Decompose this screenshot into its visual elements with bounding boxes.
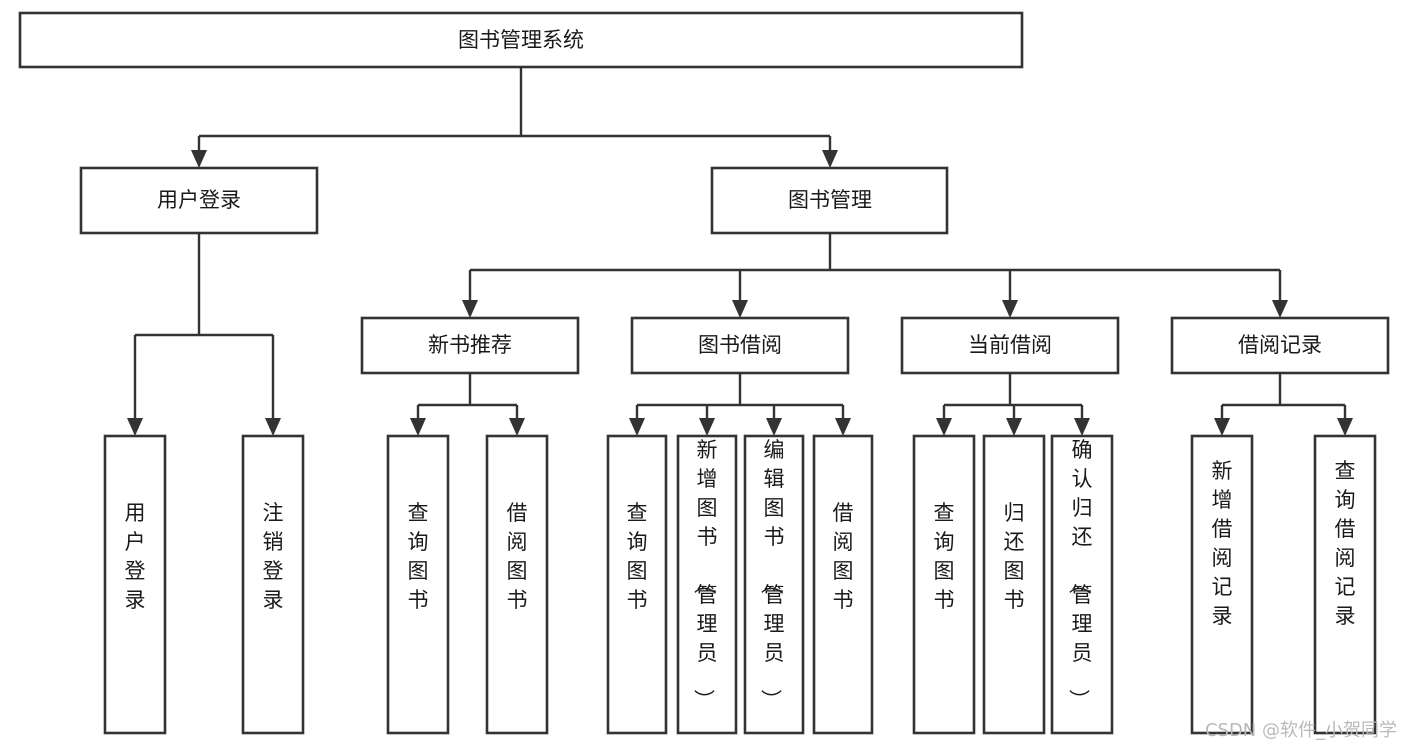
- leaf-query-borrow-record-box[interactable]: [1313, 434, 1377, 735]
- arrow-head-leaf-query-book-recommend: [410, 418, 426, 436]
- leaf-query-book-borrow[interactable]: 查询图书: [606, 434, 668, 735]
- leaf-logout-login[interactable]: 注销登录: [241, 434, 305, 735]
- arrow-head-borrow-record: [1272, 300, 1288, 318]
- leaf-confirm-return-box[interactable]: [1050, 434, 1114, 735]
- node-borrow-record[interactable]: 借阅记录: [1170, 316, 1390, 375]
- connector-layer: [127, 67, 1353, 436]
- node-borrow-record-label: 借阅记录: [1238, 333, 1322, 357]
- leaf-return-book-label: 归还图书: [1004, 501, 1025, 612]
- leaf-add-borrow-record[interactable]: 新增借阅记录: [1190, 434, 1254, 735]
- node-book-management-label: 图书管理: [788, 188, 872, 212]
- leaf-add-book[interactable]: 新增图书（管理员）: [676, 434, 738, 735]
- node-new-book-recommend-label: 新书推荐: [428, 333, 512, 357]
- leaf-borrow-book-recommend-label: 借阅图书: [507, 501, 528, 612]
- arrow-head-leaf-borrow-book: [835, 418, 851, 436]
- node-book-borrow-label: 图书借阅: [698, 333, 782, 357]
- leaf-borrow-book[interactable]: 借阅图书: [812, 434, 874, 735]
- leaf-borrow-book-recommend-box[interactable]: [485, 434, 549, 735]
- node-current-borrow[interactable]: 当前借阅: [900, 316, 1120, 375]
- arrow-head-leaf-edit-book: [766, 418, 782, 436]
- arrow-head-leaf-query-book-current: [936, 418, 952, 436]
- leaf-query-book-borrow-box[interactable]: [606, 434, 668, 735]
- leaf-query-book-current-label: 查询图书: [934, 501, 955, 612]
- node-book-borrow[interactable]: 图书借阅: [630, 316, 850, 375]
- leaf-user-login[interactable]: 用户登录: [103, 434, 167, 735]
- leaf-query-book-borrow-label: 查询图书: [627, 501, 648, 612]
- leaf-add-book-label: 新增图书（管理员）: [692, 438, 718, 710]
- leaf-edit-book-box[interactable]: [743, 434, 805, 735]
- leaf-query-book-recommend-box[interactable]: [386, 434, 450, 735]
- arrow-head-new-book-recommend: [462, 300, 478, 318]
- leaf-edit-book-label: 编辑图书（管理员）: [759, 438, 785, 710]
- node-new-book-recommend[interactable]: 新书推荐: [360, 316, 580, 375]
- arrow-head-current-borrow: [1002, 300, 1018, 318]
- node-root[interactable]: 图书管理系统: [18, 11, 1024, 69]
- arrow-head-leaf-borrow-book-recommend: [509, 418, 525, 436]
- leaf-user-login-box[interactable]: [103, 434, 167, 735]
- arrow-head-book-management: [822, 150, 838, 168]
- leaf-logout-login-label: 注销登录: [263, 501, 284, 612]
- leaf-query-book-current-box[interactable]: [912, 434, 976, 735]
- arrow-head-leaf-add-borrow-record: [1214, 418, 1230, 436]
- node-root-box[interactable]: [18, 11, 1024, 69]
- leaf-query-borrow-record[interactable]: 查询借阅记录: [1313, 434, 1377, 735]
- leaf-query-borrow-record-label: 查询借阅记录: [1335, 459, 1356, 628]
- leaf-edit-book[interactable]: 编辑图书（管理员）: [743, 434, 805, 735]
- arrow-head-leaf-query-book-borrow: [629, 418, 645, 436]
- arrow-head-leaf-add-book: [699, 418, 715, 436]
- arrow-head-leaf-confirm-return: [1074, 418, 1090, 436]
- node-current-borrow-box[interactable]: [900, 316, 1120, 375]
- node-book-management-box[interactable]: [710, 166, 949, 235]
- arrow-head-book-borrow: [732, 300, 748, 318]
- arrow-head-leaf-user-login: [127, 418, 143, 436]
- leaf-confirm-return[interactable]: 确认归还（管理员）: [1050, 434, 1114, 735]
- leaf-borrow-book-label: 借阅图书: [833, 501, 854, 612]
- leaf-borrow-book-recommend[interactable]: 借阅图书: [485, 434, 549, 735]
- node-user-login[interactable]: 用户登录: [79, 166, 319, 235]
- node-current-borrow-label: 当前借阅: [968, 333, 1052, 357]
- arrow-head-leaf-query-borrow-record: [1337, 418, 1353, 436]
- node-book-management[interactable]: 图书管理: [710, 166, 949, 235]
- node-root-label: 图书管理系统: [458, 28, 584, 52]
- leaf-add-borrow-record-label: 新增借阅记录: [1212, 459, 1233, 628]
- arrow-head-leaf-logout-login: [265, 418, 281, 436]
- node-new-book-recommend-box[interactable]: [360, 316, 580, 375]
- leaf-query-book-recommend-label: 查询图书: [408, 501, 429, 612]
- leaf-user-login-label: 用户登录: [125, 501, 146, 612]
- leaf-borrow-book-box[interactable]: [812, 434, 874, 735]
- watermark-label: CSDN @软件_小贺同学: [1205, 720, 1397, 741]
- leaf-return-book-box[interactable]: [982, 434, 1046, 735]
- leaf-query-book-current[interactable]: 查询图书: [912, 434, 976, 735]
- node-user-login-label: 用户登录: [157, 188, 241, 212]
- leaf-logout-login-box[interactable]: [241, 434, 305, 735]
- arrow-head-leaf-return-book: [1006, 418, 1022, 436]
- arrow-head-user-login: [191, 150, 207, 168]
- leaf-return-book[interactable]: 归还图书: [982, 434, 1046, 735]
- node-book-borrow-box[interactable]: [630, 316, 850, 375]
- node-borrow-record-box[interactable]: [1170, 316, 1390, 375]
- leaf-query-book-recommend[interactable]: 查询图书: [386, 434, 450, 735]
- node-user-login-box[interactable]: [79, 166, 319, 235]
- leaf-confirm-return-label: 确认归还（管理员）: [1067, 438, 1093, 710]
- leaf-add-borrow-record-box[interactable]: [1190, 434, 1254, 735]
- leaf-add-book-box[interactable]: [676, 434, 738, 735]
